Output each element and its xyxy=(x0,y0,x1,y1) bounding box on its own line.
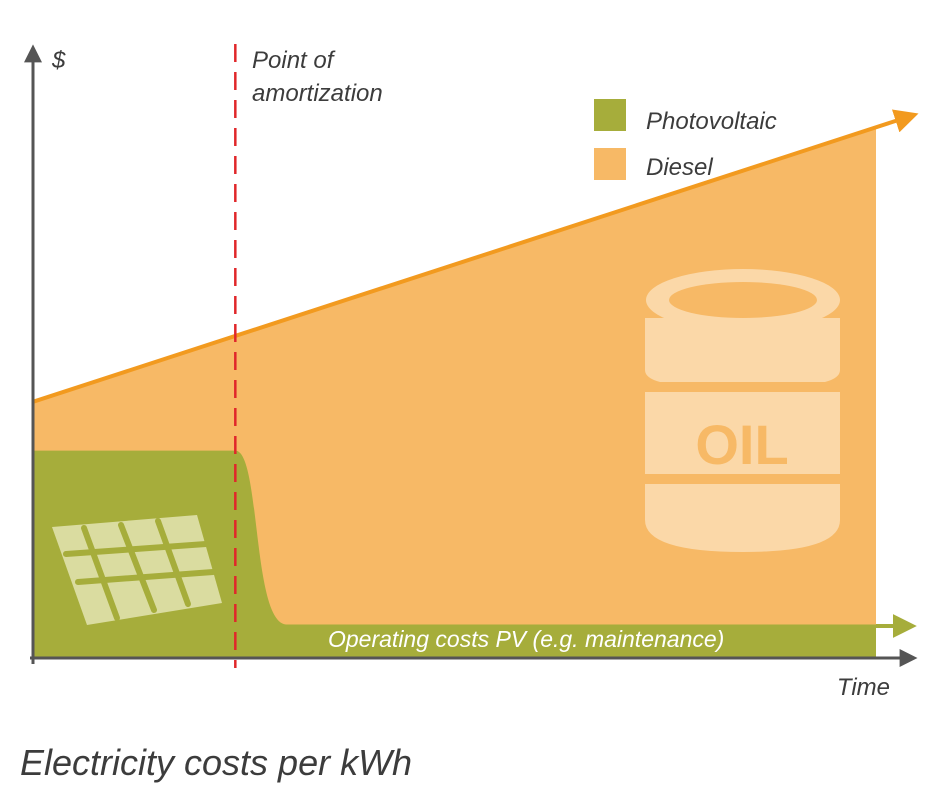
diesel-line xyxy=(32,109,919,404)
amortization-label-line2: amortization xyxy=(252,80,383,107)
oil-barrel-icon: OIL xyxy=(645,269,840,552)
amortization-label-line1: Point of xyxy=(252,47,336,74)
legend-swatch-photovoltaic xyxy=(594,99,626,131)
legend: Photovoltaic Diesel xyxy=(594,99,777,181)
y-axis-label: $ xyxy=(51,47,66,74)
barrel-label: OIL xyxy=(695,413,788,476)
solar-panel-icon xyxy=(52,515,222,625)
legend-label-photovoltaic: Photovoltaic xyxy=(646,108,777,135)
chart-caption: Electricity costs per kWh xyxy=(20,742,412,783)
operating-costs-label: Operating costs PV (e.g. maintenance) xyxy=(328,626,724,652)
legend-swatch-diesel xyxy=(594,148,626,180)
legend-label-diesel: Diesel xyxy=(646,154,713,181)
photovoltaic-area xyxy=(33,450,876,658)
x-axis-label: Time xyxy=(837,674,890,701)
